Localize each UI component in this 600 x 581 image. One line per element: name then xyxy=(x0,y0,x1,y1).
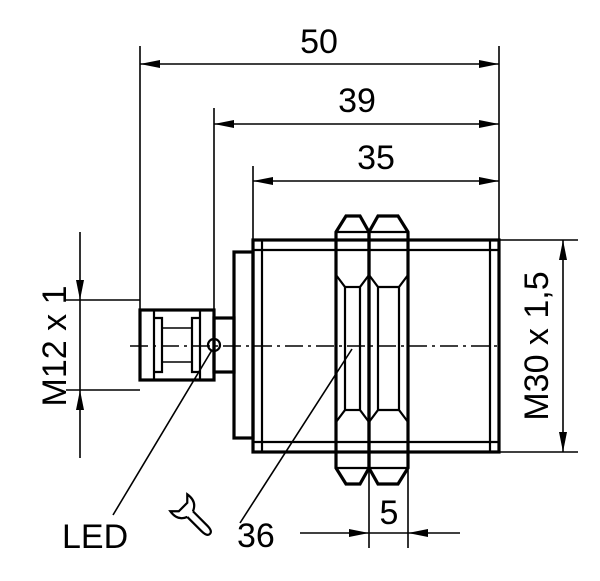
dim-length-to-led: 39 xyxy=(338,82,376,120)
led-label: LED xyxy=(62,518,128,556)
led-indicator xyxy=(206,337,222,353)
led-leader-line xyxy=(112,349,213,516)
extension-lines xyxy=(66,46,578,548)
m12-connector xyxy=(138,308,236,382)
dim-thread-length: 35 xyxy=(357,139,395,177)
dim-nut-width: 5 xyxy=(380,494,399,532)
dim-connector-thread: M12 x 1 xyxy=(36,286,74,407)
sensor-body xyxy=(232,238,501,454)
dimension-lines xyxy=(76,60,567,537)
dim-overall-length: 50 xyxy=(300,23,338,61)
dim-wrench-size: 36 xyxy=(237,517,275,555)
hex-nuts xyxy=(334,214,410,486)
dim-body-thread: M30 x 1,5 xyxy=(518,271,556,420)
wrench-icon xyxy=(168,492,212,536)
wrench-leader-line xyxy=(239,348,353,524)
